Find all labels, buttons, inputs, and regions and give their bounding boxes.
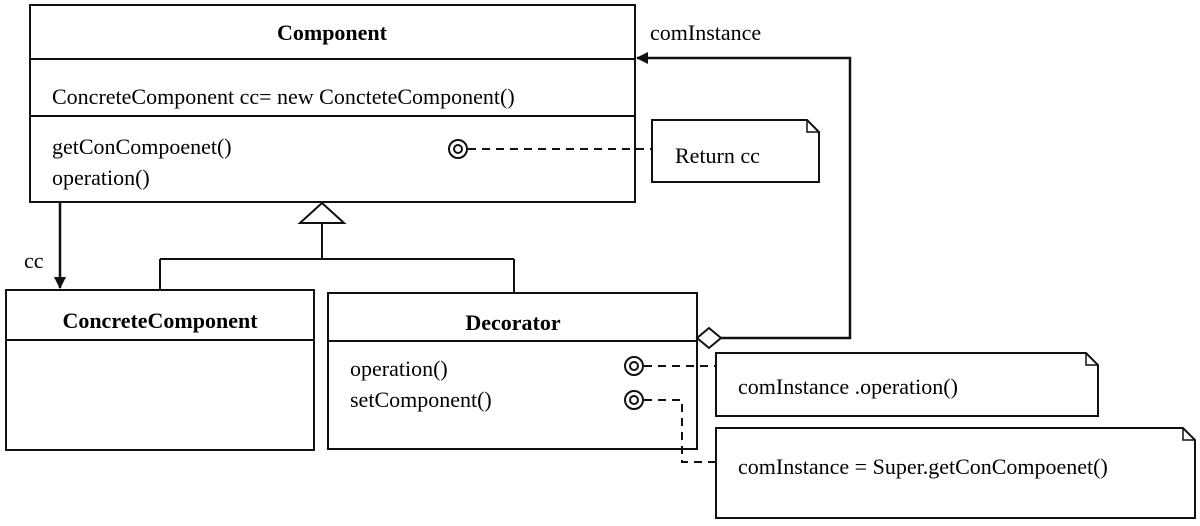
note-anchor-icon <box>624 356 644 376</box>
concrete-component-class-name: ConcreteComponent <box>62 308 258 333</box>
component-class: Component ConcreteComponent cc= new Conc… <box>29 4 636 203</box>
decorator-method-setcomponent: setComponent() <box>350 387 492 412</box>
cominstance-aggregation: comInstance <box>636 20 852 350</box>
cominstance-label: comInstance <box>650 20 761 45</box>
cc-label: cc <box>24 248 44 273</box>
generalization-connector <box>159 201 515 293</box>
note-return-cc-text: Return cc <box>675 143 760 168</box>
note-operation-call: comInstance .operation() <box>644 352 1099 417</box>
note-return-cc: Return cc <box>468 119 820 183</box>
component-method-getconcompoenet: getConCompoenet() <box>52 134 232 159</box>
component-method-operation: operation() <box>52 165 150 190</box>
note-set-component: comInstance = Super.getConCompoenet() <box>644 399 1196 519</box>
component-class-name: Component <box>277 20 388 45</box>
decorator-class-name: Decorator <box>465 310 561 335</box>
concrete-component-class: ConcreteComponent <box>5 289 315 451</box>
note-anchor-icon <box>624 390 644 410</box>
cc-association: cc <box>24 202 66 289</box>
note-anchor-icon <box>448 139 468 159</box>
note-set-component-text: comInstance = Super.getConCompoenet() <box>738 454 1108 479</box>
component-attribute-cc: ConcreteComponent cc= new ConcteteCompon… <box>52 84 515 109</box>
decorator-class: Decorator operation() setComponent() <box>327 292 698 450</box>
decorator-method-operation: operation() <box>350 356 448 381</box>
note-operation-call-text: comInstance .operation() <box>738 374 958 399</box>
